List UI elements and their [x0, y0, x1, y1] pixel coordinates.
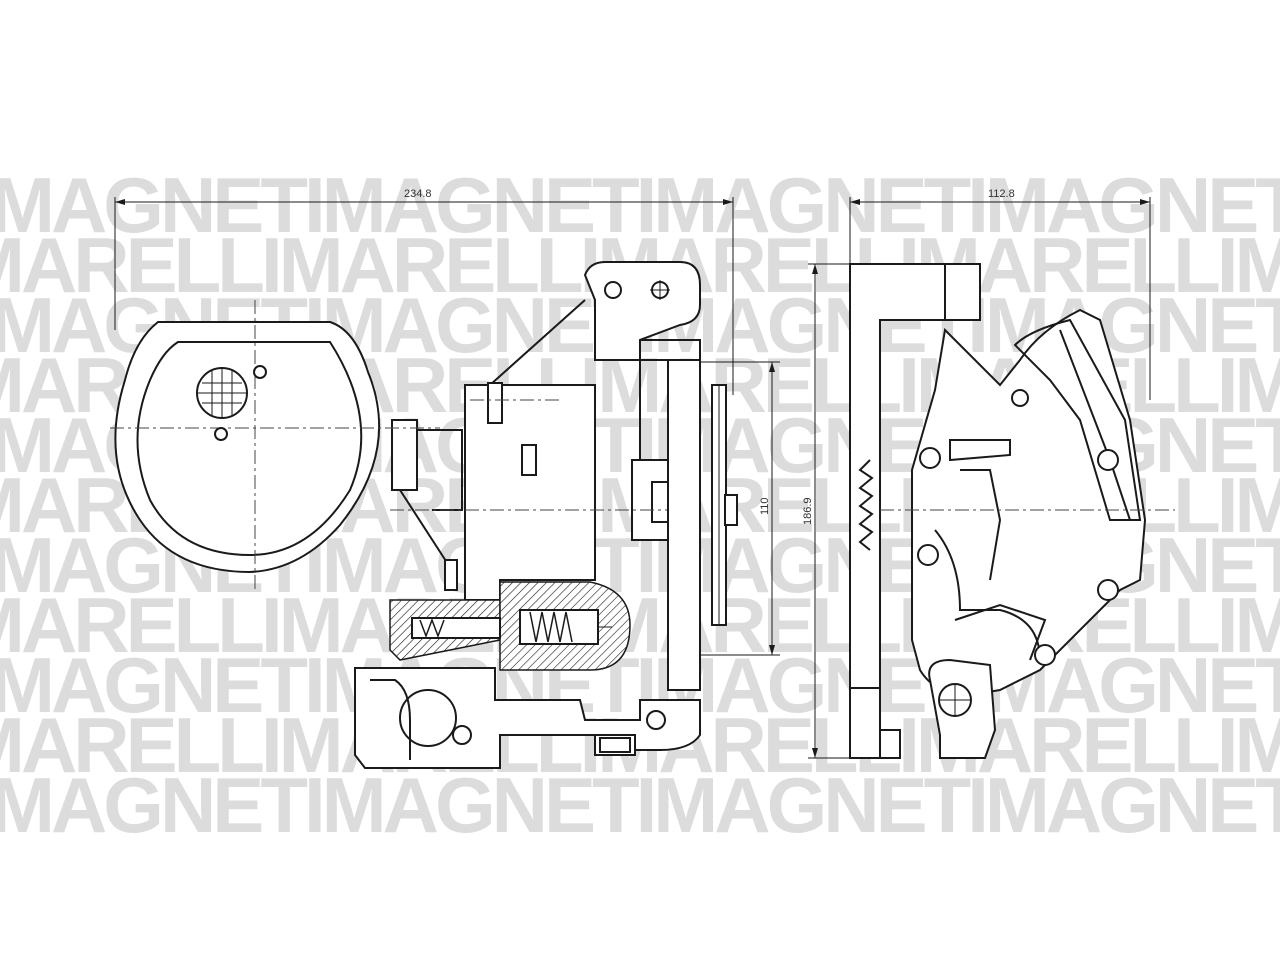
- side-bolt-1-icon: [917, 389, 1119, 666]
- side-width-dimension: 112.8: [849, 188, 1151, 400]
- relief-valve: [389, 581, 631, 671]
- pickup-tube: [399, 429, 463, 591]
- mounting-bracket: [489, 261, 701, 386]
- side-view: 112.8 186.9: [802, 188, 1175, 759]
- strainer-mesh: [196, 365, 267, 441]
- watermark-row-1: MAGNETIMAGNETIMAGNETIMAGNETIMAGNETIMAGNE…: [0, 161, 1280, 249]
- front-width-label: 234.8: [404, 188, 432, 200]
- front-height-label: 110: [759, 497, 771, 515]
- side-main-plate: [849, 263, 981, 759]
- side-width-label: 112.8: [988, 188, 1015, 200]
- side-lower-mount: [928, 658, 997, 759]
- oil-strainer: [110, 300, 440, 590]
- shaft-housing: [667, 359, 701, 691]
- side-height-label: 186.9: [802, 497, 814, 525]
- side-height-dimension: 186.9: [802, 263, 860, 759]
- gear-teeth-icon: [858, 459, 874, 551]
- outlet-body: [354, 667, 701, 769]
- spring-icon: [419, 611, 573, 643]
- watermark-row-11: MAGNETIMAGNETIMAGNETIMAGNETIMAGNETIMAGNE…: [0, 761, 1280, 849]
- drive-gear: [711, 384, 738, 626]
- front-height-dimension: 110: [700, 361, 780, 656]
- front-view: 234.8 110: [110, 188, 780, 769]
- side-pump-body: [880, 308, 1175, 697]
